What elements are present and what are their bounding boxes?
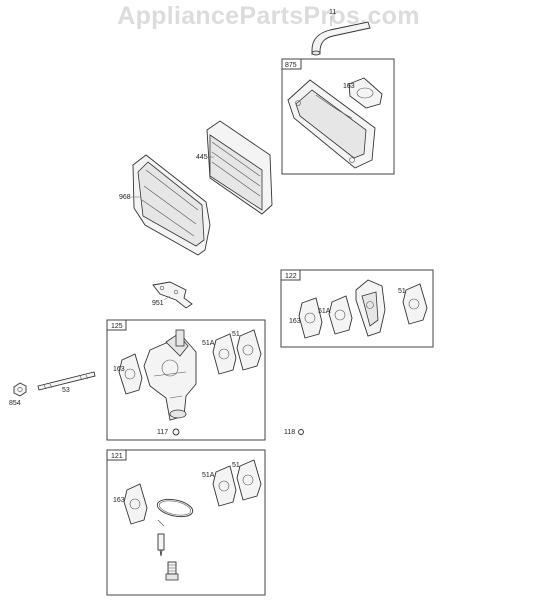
- callout-854[interactable]: 854: [9, 400, 21, 407]
- o-ring-part[interactable]: [156, 496, 195, 519]
- air-cleaner-cover-part[interactable]: [132, 154, 211, 256]
- air-filter-part[interactable]: [206, 120, 273, 215]
- callout-968[interactable]: 968: [119, 194, 131, 201]
- bracket-part[interactable]: [152, 281, 193, 309]
- needle-valve-part[interactable]: [157, 519, 165, 557]
- screw-118-part[interactable]: [298, 429, 304, 435]
- carb-gasket-163-part[interactable]: [118, 353, 143, 395]
- callout-951[interactable]: 951: [152, 300, 164, 307]
- intake-gasket-part-a[interactable]: [298, 297, 323, 339]
- callout-51A-kit[interactable]: 51A: [202, 472, 215, 479]
- intake-manifold-part[interactable]: [355, 279, 386, 337]
- callout-163-carb[interactable]: 163: [113, 366, 125, 373]
- screw-117-part[interactable]: [172, 428, 180, 436]
- air-cleaner-base-part[interactable]: [287, 79, 376, 169]
- callout-445[interactable]: 445: [196, 154, 208, 161]
- base-gasket-part[interactable]: [348, 77, 383, 109]
- stud-part[interactable]: [37, 371, 96, 391]
- kit-label-875[interactable]: 875: [285, 62, 297, 69]
- callout-51A-carb[interactable]: 51A: [202, 340, 215, 347]
- kit-gasket-51A-part[interactable]: [212, 465, 237, 507]
- callout-51-carb[interactable]: 51: [232, 331, 240, 338]
- kit-label-125[interactable]: 125: [111, 323, 123, 330]
- intake-spacer-part[interactable]: [328, 295, 353, 335]
- callout-117[interactable]: 117: [157, 429, 168, 436]
- callout-51-intake[interactable]: 51: [398, 288, 406, 295]
- nut-part[interactable]: [13, 382, 27, 397]
- jet-part[interactable]: [165, 561, 179, 581]
- carb-gasket-51A-part[interactable]: [212, 333, 237, 375]
- kit-label-121[interactable]: 121: [111, 453, 123, 460]
- callout-163-intake[interactable]: 163: [289, 318, 301, 325]
- intake-gasket-part-b[interactable]: [402, 283, 428, 325]
- callout-51-kit[interactable]: 51: [232, 462, 240, 469]
- breather-tube-part[interactable]: [311, 21, 371, 56]
- kit-gasket-163-part[interactable]: [123, 483, 148, 525]
- callout-53[interactable]: 53: [62, 387, 70, 394]
- kit-label-122[interactable]: 122: [285, 273, 297, 280]
- kit-gasket-51-part[interactable]: [236, 459, 262, 501]
- callout-51A-intake[interactable]: 51A: [318, 308, 331, 315]
- callout-163-base[interactable]: 163: [343, 83, 355, 90]
- carburetor-part[interactable]: [143, 329, 197, 421]
- carb-gasket-51-part[interactable]: [236, 329, 262, 371]
- callout-118[interactable]: 118: [284, 429, 295, 436]
- callout-163-kit[interactable]: 163: [113, 497, 125, 504]
- callout-11[interactable]: 11: [329, 9, 336, 16]
